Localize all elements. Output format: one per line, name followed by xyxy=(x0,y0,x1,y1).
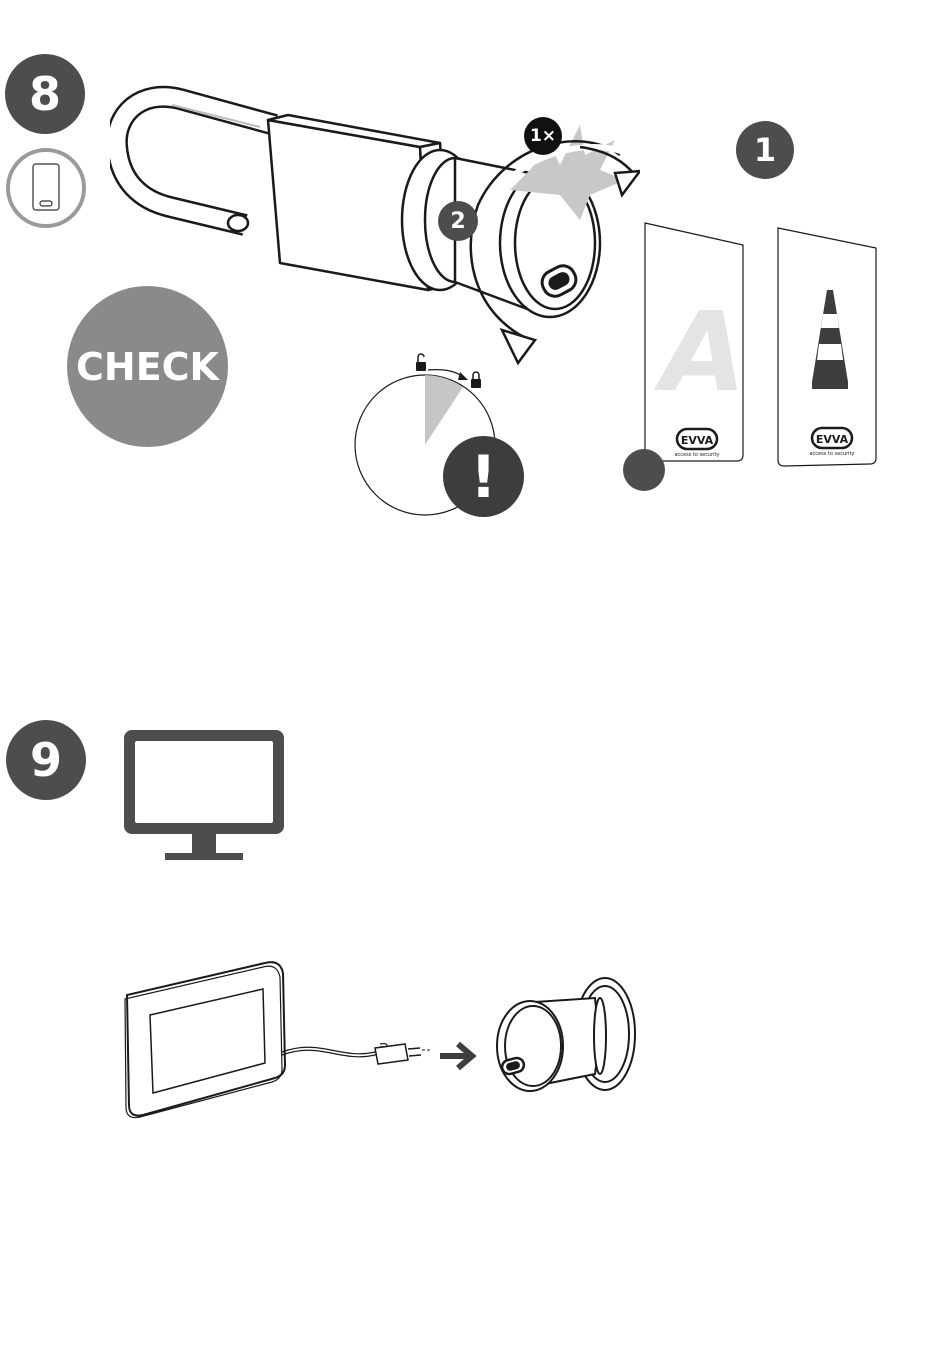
substep-1-badge: 1 xyxy=(736,121,794,179)
card-a-brand: EVVA xyxy=(681,434,714,447)
lock-icon xyxy=(471,372,481,388)
warning-icon: ! xyxy=(443,436,524,517)
step-8-badge: 8 xyxy=(5,54,85,134)
tap-count-label: 1× xyxy=(530,126,556,146)
card-cone-tagline: access to security xyxy=(809,451,854,457)
warning-symbol: ! xyxy=(470,443,496,511)
step-8-number: 8 xyxy=(29,67,61,121)
monitor-icon xyxy=(120,728,290,868)
step-9-number: 9 xyxy=(30,733,62,787)
card-cone-brand: EVVA xyxy=(816,433,849,446)
arrow-right-icon xyxy=(438,1038,482,1074)
card-a-letter: A xyxy=(653,288,746,416)
card-a-tagline: access to security xyxy=(674,452,719,458)
substep-2-badge: 2 xyxy=(438,201,478,241)
cable-plug-icon xyxy=(280,1030,440,1080)
cylinder-lock-illustration xyxy=(490,972,650,1102)
tap-count-badge: 1× xyxy=(524,117,562,155)
unlock-icon xyxy=(416,354,426,371)
card-icon xyxy=(4,146,88,230)
substep-2-number: 2 xyxy=(450,209,465,234)
card-a: A EVVA access to security xyxy=(615,215,755,495)
step-9-badge: 9 xyxy=(6,720,86,800)
substep-1-number: 1 xyxy=(754,131,776,169)
card-cone: EVVA access to security xyxy=(770,222,885,478)
